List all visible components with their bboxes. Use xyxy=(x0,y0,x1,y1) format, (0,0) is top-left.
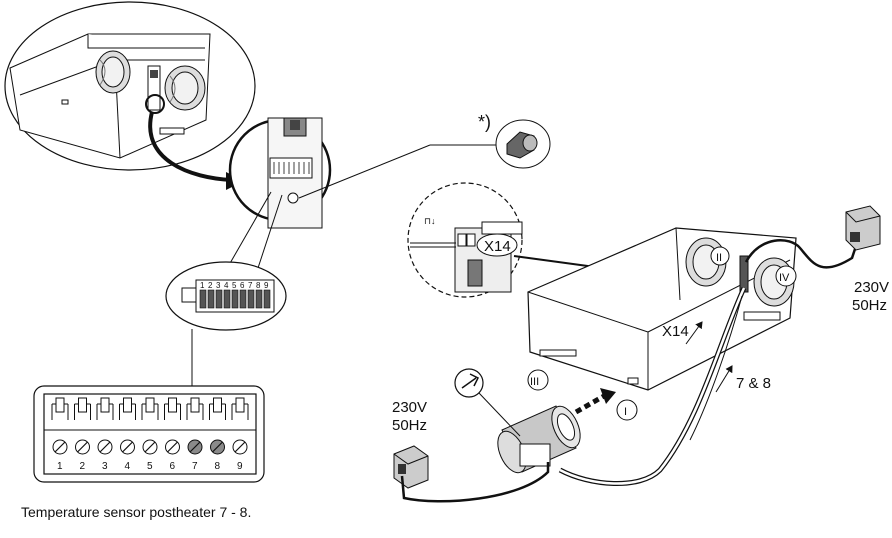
small-terminal-number: 4 xyxy=(224,281,229,290)
terminal-6: 6 xyxy=(164,397,181,472)
small-terminal-number: 9 xyxy=(264,281,269,290)
leader-sensor-port xyxy=(298,144,431,199)
power-cable-right xyxy=(744,239,860,269)
terminal-number: 3 xyxy=(102,461,108,472)
airflow-symbol xyxy=(454,368,521,437)
overview-zoom-circle xyxy=(145,94,165,114)
insert-arrow xyxy=(574,393,606,415)
ventilation-unit xyxy=(527,227,797,391)
x14-arrow-label: X14 xyxy=(662,323,689,340)
overview-duct-left xyxy=(95,50,131,94)
x14-connector-label: X14 xyxy=(484,238,511,255)
terminal-number: 8 xyxy=(215,461,221,472)
duct-iv-label: IV xyxy=(779,272,790,284)
zoom-detail-circle xyxy=(228,117,332,229)
terminal-number: 6 xyxy=(170,461,176,472)
zoom-arrow xyxy=(148,111,233,182)
duct-iii-label: III xyxy=(530,376,539,388)
terminal-7: 7 xyxy=(186,397,204,472)
terminal-number: 7 xyxy=(192,461,198,472)
leader-left xyxy=(224,191,272,273)
x14-detail-circle: ⊓↓ X14 xyxy=(407,182,523,298)
pins-7-8-label: 7 & 8 xyxy=(736,375,771,392)
small-terminal-number: 1 xyxy=(200,281,205,290)
small-terminal-cell xyxy=(255,289,263,309)
freq-left: 50Hz xyxy=(392,417,427,434)
small-terminal-number: 5 xyxy=(232,281,237,290)
power-cable-left xyxy=(400,462,550,503)
leader-right xyxy=(257,194,283,269)
duct-ii-label: II xyxy=(716,252,722,264)
sensor-glyph: ⊓↓ xyxy=(424,216,436,226)
terminal-number: 4 xyxy=(125,461,131,472)
terminal-8: 8 xyxy=(209,397,226,472)
post-heater xyxy=(497,405,581,474)
terminal-number: 1 xyxy=(57,461,63,472)
small-terminal-number: 2 xyxy=(208,281,213,290)
terminal-5: 5 xyxy=(141,397,159,472)
small-terminal-cell xyxy=(247,289,255,309)
small-terminal-cell xyxy=(263,289,271,309)
small-terminal-cell xyxy=(231,289,239,309)
small-terminal-oval xyxy=(165,261,287,331)
caption: Temperature sensor postheater 7 - 8. xyxy=(21,504,252,520)
terminal-number: 5 xyxy=(147,461,153,472)
pins-7-8-arrow xyxy=(715,365,733,393)
asterisk-label: *) xyxy=(478,112,491,132)
terminal-number: 2 xyxy=(80,461,86,472)
small-terminal-number: 7 xyxy=(248,281,253,290)
voltage-right: 230V xyxy=(854,279,889,296)
overview-duct-right xyxy=(164,65,206,111)
small-terminal-number: 8 xyxy=(256,281,261,290)
voltage-left: 230V xyxy=(392,399,427,416)
terminal-4: 4 xyxy=(119,397,136,472)
small-terminal-cell xyxy=(223,289,231,309)
freq-right: 50Hz xyxy=(852,297,887,314)
terminal-2: 2 xyxy=(74,397,91,472)
small-terminal-number: 6 xyxy=(240,281,245,290)
x14-arrow xyxy=(685,321,703,345)
small-terminal-cell xyxy=(199,289,207,309)
small-terminal-number: 3 xyxy=(216,281,221,290)
terminal-9: 9 xyxy=(231,397,249,472)
small-terminal-cell xyxy=(239,289,247,309)
small-terminal-cell xyxy=(215,289,223,309)
overview-oval xyxy=(4,1,256,171)
terminal-3: 3 xyxy=(96,397,114,472)
terminal-1: 1 xyxy=(51,397,69,472)
small-terminal-cell xyxy=(207,289,215,309)
wall-socket-right xyxy=(845,205,881,251)
sensor-oval xyxy=(495,119,551,169)
wall-socket-left xyxy=(393,445,429,489)
terminal-strip: 1 2 3 4 5 6 7 8 9 xyxy=(33,385,265,483)
terminal-number: 9 xyxy=(237,461,243,472)
duct-i-label: I xyxy=(624,406,627,418)
